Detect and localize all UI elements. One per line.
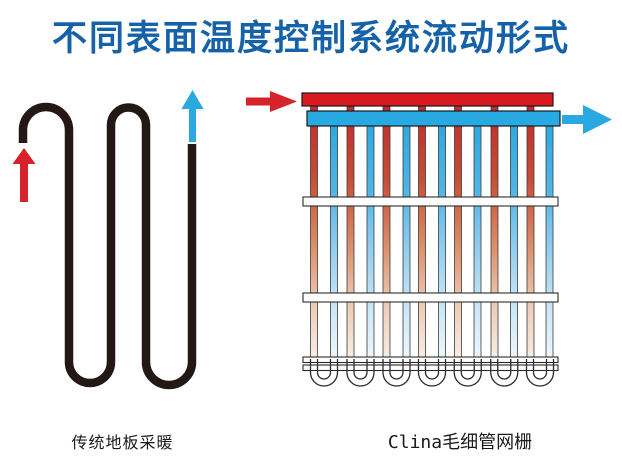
warm-capillary-tube bbox=[310, 98, 318, 359]
cool-capillary-tube bbox=[366, 116, 375, 359]
u-loop-outer bbox=[525, 359, 555, 387]
warm-capillary-tubes bbox=[310, 98, 535, 359]
cool-capillary-tube bbox=[438, 116, 446, 359]
u-loop-inner bbox=[424, 359, 440, 380]
u-loop-outer bbox=[417, 359, 447, 387]
cool-capillary-tube bbox=[545, 116, 554, 359]
crossbar-lower bbox=[302, 292, 559, 303]
u-loop-inner bbox=[497, 359, 512, 380]
cool-capillary-tube bbox=[330, 116, 338, 359]
return-right-arrow-icon bbox=[562, 105, 612, 134]
warm-capillary-tube bbox=[382, 98, 391, 359]
serpentine-coil bbox=[12, 90, 204, 390]
right-diagram-label: Clina毛细管网栅 bbox=[387, 432, 533, 453]
u-loop-inner bbox=[353, 359, 368, 380]
inlet-up-arrow-icon bbox=[12, 148, 36, 202]
cool-capillary-tubes bbox=[330, 116, 554, 359]
supply-right-arrow-icon bbox=[246, 91, 297, 112]
left-diagram-label: 传统地板采暖 bbox=[71, 435, 174, 452]
warm-capillary-tube bbox=[346, 98, 355, 359]
warm-capillary-tube bbox=[454, 98, 462, 359]
capillary-mat bbox=[246, 91, 612, 387]
bottom-rail-upper bbox=[302, 356, 559, 364]
u-loop-inner bbox=[460, 359, 475, 380]
u-loop-inner bbox=[316, 359, 332, 380]
return-manifold-bar bbox=[306, 110, 561, 127]
cool-capillary-tube bbox=[510, 116, 518, 359]
supply-manifold-bar bbox=[301, 92, 554, 107]
crossbar-upper bbox=[302, 196, 559, 207]
u-loop-inner bbox=[532, 359, 548, 380]
serpentine-pipe bbox=[18, 102, 197, 390]
u-loop-outer bbox=[382, 359, 411, 387]
warm-capillary-tube bbox=[418, 98, 426, 359]
u-loop-outer bbox=[453, 359, 482, 387]
u-loop-outer bbox=[309, 359, 339, 387]
outlet-up-arrow-icon bbox=[181, 90, 204, 142]
u-loop-inner bbox=[389, 359, 404, 380]
cool-capillary-tube bbox=[473, 116, 482, 359]
warm-capillary-tube bbox=[526, 98, 535, 359]
cool-capillary-tube bbox=[402, 116, 411, 359]
u-loop-outer bbox=[346, 359, 375, 387]
u-loop-outer bbox=[490, 359, 519, 387]
page-title: 不同表面温度控制系统流动形式 bbox=[51, 19, 570, 58]
bottom-rail-lower bbox=[302, 364, 559, 372]
bottom-u-loops bbox=[309, 359, 555, 387]
warm-capillary-tube bbox=[490, 98, 499, 359]
